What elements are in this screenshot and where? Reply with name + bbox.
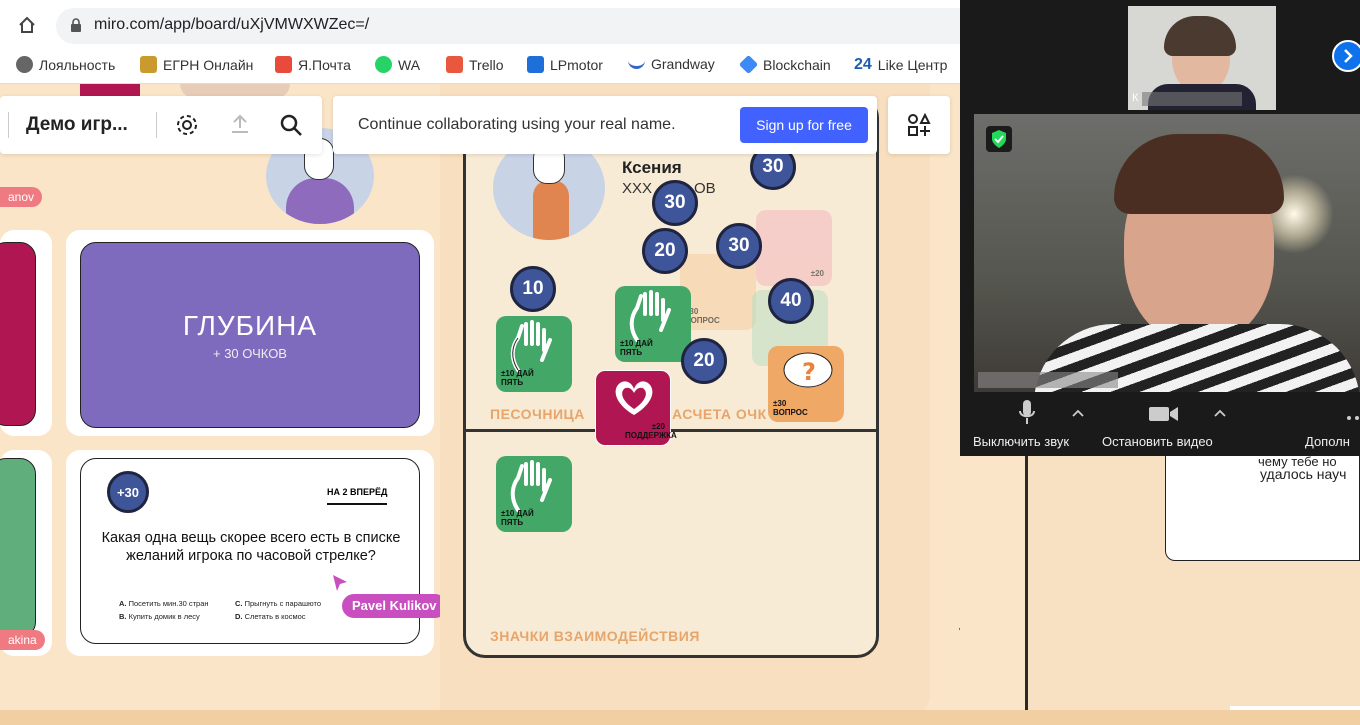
bookmark-egrn[interactable]: ЕГРН Онлайн	[140, 56, 253, 73]
more-dots-icon[interactable]	[1346, 408, 1360, 426]
board-frame-remnant	[80, 84, 140, 98]
high-five-sticker[interactable]: ±10 ДАЙ ПЯТЬ	[496, 316, 572, 392]
arrow-right-icon	[327, 503, 387, 505]
zone-label-interaction: ЗНАЧКИ ВЗАИМОДЕЙСТВИЯ	[490, 628, 700, 644]
points-badge: +30	[107, 471, 149, 513]
card-green[interactable]	[0, 458, 36, 638]
points-badge[interactable]: 30	[716, 223, 762, 269]
board-frame-remnant	[180, 84, 290, 98]
answer-option-c: C. Прыгнуть с парашюто	[235, 599, 322, 608]
player-name: Ксения	[622, 158, 682, 177]
move-label: НА 2 ВПЕРЁД	[327, 487, 388, 497]
svg-text:?: ?	[802, 358, 816, 386]
points-badge[interactable]: 40	[768, 278, 814, 324]
bookmark-lpmotor[interactable]: LPmotor	[527, 56, 603, 73]
blockchain-icon	[738, 54, 759, 75]
depth-card-subtitle: + 30 ОЧКОВ	[213, 345, 287, 361]
answer-option-a: A. Посетить мин.30 стран	[119, 599, 209, 608]
hands-icon	[629, 290, 671, 342]
collaborator-cursor-icon	[332, 574, 348, 597]
bookmark-trello[interactable]: Trello	[446, 56, 504, 73]
points-badge[interactable]: 10	[510, 266, 556, 312]
support-sticker-faded[interactable]: ±20	[756, 210, 832, 286]
board-letter: К	[958, 474, 960, 529]
video-camera-icon[interactable]	[1148, 404, 1180, 429]
sign-up-button[interactable]: Sign up for free	[740, 107, 868, 143]
points-badge[interactable]: 20	[681, 338, 727, 384]
miro-toolbar: Демо игр...	[0, 96, 322, 154]
card-crimson[interactable]	[0, 242, 36, 426]
board-divider	[463, 429, 879, 432]
bookmark-grandway[interactable]: Grandway	[628, 56, 715, 72]
bookmark-whatsapp[interactable]: WA	[375, 56, 420, 73]
hands-icon	[510, 320, 552, 372]
high-five-sticker[interactable]: ±10 ДАЙ ПЯТЬ	[615, 286, 691, 362]
board-name[interactable]: Демо игр...	[26, 114, 128, 135]
url-field[interactable]	[56, 8, 960, 44]
banner-text: Continue collaborating using your real n…	[358, 116, 676, 133]
participant-name-hidden	[978, 372, 1118, 388]
bookmark-blockchain[interactable]: Blockchain	[738, 54, 831, 75]
support-sticker[interactable]: ±20 ПОДДЕРЖКА	[595, 370, 677, 446]
search-icon[interactable]	[278, 112, 304, 143]
share-upload-icon[interactable]	[228, 112, 252, 141]
toolbar-divider	[8, 112, 9, 138]
mute-button-label[interactable]: Выключить звук	[973, 434, 1070, 449]
settings-gear-icon[interactable]	[174, 112, 200, 143]
settings-icon	[16, 56, 33, 73]
participant-video-thumbnail[interactable]: К	[1128, 6, 1276, 110]
player-subtitle-right: ОВ	[694, 180, 716, 197]
lpmotor-icon	[527, 56, 544, 73]
bookmarks-bar	[0, 48, 960, 84]
points-badge[interactable]: 30	[652, 180, 698, 226]
toolbar-divider	[156, 112, 157, 138]
whatsapp-icon	[375, 56, 392, 73]
chevron-up-icon[interactable]	[1072, 404, 1084, 422]
speaker-video[interactable]	[974, 114, 1360, 392]
chevron-right-icon[interactable]	[1332, 40, 1360, 72]
bookmark-loyalty[interactable]: Лояльность	[16, 56, 115, 73]
hands-icon	[510, 460, 552, 512]
player-subtitle-left: XXX	[622, 180, 653, 197]
microphone-icon[interactable]	[1018, 398, 1036, 431]
lock-icon	[140, 56, 157, 73]
trello-icon	[446, 56, 463, 73]
user-tag: anov	[0, 187, 43, 207]
home-icon[interactable]	[18, 16, 36, 34]
board-letter: З	[958, 594, 960, 649]
bookmark-yandex-mail[interactable]: Я.Почта	[275, 56, 351, 73]
mail-icon	[275, 56, 292, 73]
like-icon: 24	[854, 56, 872, 73]
shapes-plus-icon	[907, 112, 931, 142]
chevron-up-icon[interactable]	[1214, 404, 1226, 422]
more-button-label[interactable]: Дополн	[1305, 434, 1350, 449]
points-badge[interactable]: 20	[642, 228, 688, 274]
heart-hands-icon	[615, 381, 653, 415]
depth-card[interactable]: ГЛУБИНА + 30 ОЧКОВ	[80, 242, 420, 428]
board-canvas-right: чему тебе но удалось науч	[960, 454, 1360, 725]
high-five-sticker[interactable]: ±10 ДАЙ ПЯТЬ	[496, 456, 572, 532]
thought-cloud-icon: ?	[783, 352, 833, 388]
user-tag: akina	[0, 630, 45, 650]
zone-label-sandbox-rest: АСЧЕТА ОЧК	[672, 406, 767, 422]
shield-check-icon	[986, 126, 1012, 152]
question-sticker[interactable]: ? ±30 ВОПРОС	[768, 346, 844, 422]
anonymous-banner: Continue collaborating using your real n…	[333, 96, 877, 154]
depth-card-title: ГЛУБИНА	[182, 309, 318, 341]
zoom-meeting-window: К Выключить звук Остановить видео Дополн	[960, 0, 1360, 456]
answer-option-d: D. Слетать в космос	[235, 612, 306, 621]
miro-board-canvas[interactable]: anov akina ГЛУБИНА + 30 ОЧКОВ +30 НА 2 В…	[0, 84, 960, 725]
lock-icon[interactable]	[70, 18, 82, 32]
cursor-name-tag: Pavel Kulikov	[342, 594, 447, 618]
answer-option-b: B. Купить домик в лесу	[119, 612, 200, 621]
canvas-bottom-edge	[0, 710, 1360, 725]
url-text: miro.com/app/board/uXjVMWXWZec=/	[94, 16, 370, 33]
stop-video-button-label[interactable]: Остановить видео	[1102, 434, 1213, 449]
text-card[interactable]: чему тебе но удалось науч	[1165, 454, 1360, 561]
zone-label-sandbox: ПЕСОЧНИЦА	[490, 406, 585, 422]
grandway-icon	[628, 59, 645, 69]
apps-button[interactable]	[888, 96, 950, 154]
question-text: Какая одна вещь скорее всего есть в спис…	[101, 530, 401, 564]
